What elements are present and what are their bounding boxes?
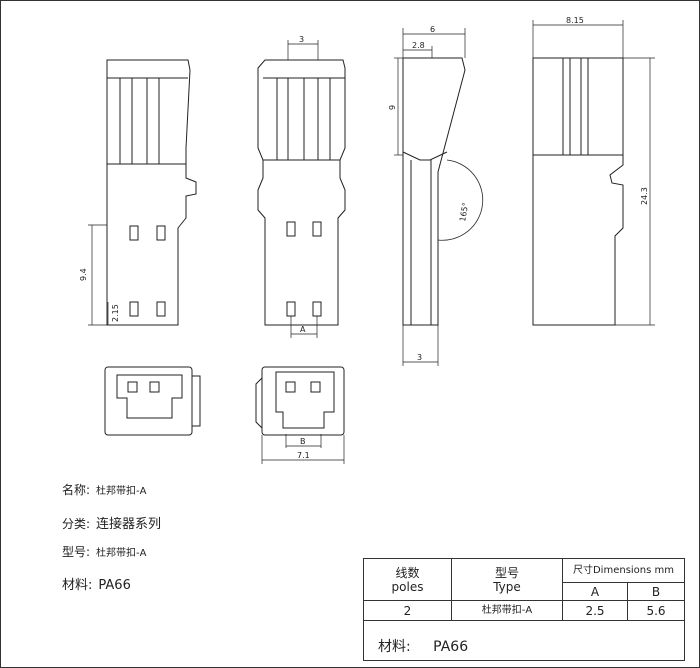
dim-a-label: A xyxy=(300,325,306,334)
dim-7-1-label: 7.1 xyxy=(297,451,310,460)
model-key: 型号: xyxy=(62,545,91,559)
dim-6-label: 6 xyxy=(430,25,435,34)
name-value: 杜邦带扣-A xyxy=(96,486,147,497)
category-label: 分类: 连接器系列 xyxy=(62,513,161,532)
dim-angle-label: 165° xyxy=(458,202,470,223)
end-view-1 xyxy=(104,366,201,436)
name-label: 名称: 杜邦带扣-A xyxy=(62,481,147,498)
header-type: 型号 Type xyxy=(451,558,563,601)
table-material-value: PA66 xyxy=(433,639,469,655)
table-material-row xyxy=(363,620,685,661)
dim-3-bottom-label: 3 xyxy=(417,353,422,362)
dim-2-8-label: 2.8 xyxy=(412,41,425,50)
category-value: 连接器系列 xyxy=(96,517,162,532)
table-material-key: 材料: xyxy=(378,639,411,655)
header-poles-cn: 线数 xyxy=(395,565,420,580)
end-view-2 xyxy=(255,366,345,464)
dim-b-label: B xyxy=(300,437,306,446)
model-value: 杜邦带扣-A xyxy=(96,548,147,559)
dim-2-15-label: 2.15 xyxy=(111,304,120,322)
name-key: 名称: xyxy=(62,483,91,497)
spec-table: 线数 poles 型号 Type 尺寸Dimensions mm A B 2 杜… xyxy=(363,558,685,661)
header-type-cn: 型号 xyxy=(494,565,519,580)
header-dimensions: 尺寸Dimensions mm xyxy=(562,558,685,583)
header-poles: 线数 poles xyxy=(363,558,452,601)
category-key: 分类: xyxy=(62,517,91,531)
dim-9-4-label: 9.4 xyxy=(79,268,88,281)
profile-view xyxy=(394,28,484,366)
material-value: PA66 xyxy=(98,578,131,593)
cell-a: 2.5 xyxy=(562,600,628,621)
dim-8-15-label: 8.15 xyxy=(566,16,584,25)
table-material: 材料: PA66 xyxy=(378,636,468,656)
cell-type: 杜邦带扣-A xyxy=(451,600,563,621)
header-a: A xyxy=(562,582,628,601)
dim-3-top-label: 3 xyxy=(299,35,304,44)
header-type-en: Type xyxy=(493,579,521,594)
front-view xyxy=(257,40,346,338)
material-label: 材料: PA66 xyxy=(62,574,131,593)
back-view xyxy=(532,20,655,326)
cell-poles: 2 xyxy=(363,600,452,621)
cell-b: 5.6 xyxy=(627,600,685,621)
material-key: 材料: xyxy=(62,578,93,593)
header-poles-en: poles xyxy=(391,579,424,594)
dim-24-3-label: 24.3 xyxy=(640,187,649,205)
dim-9-label: 9 xyxy=(388,105,397,110)
header-b: B xyxy=(627,582,685,601)
model-label: 型号: 杜邦带扣-A xyxy=(62,543,147,560)
side-view-1 xyxy=(88,59,197,326)
